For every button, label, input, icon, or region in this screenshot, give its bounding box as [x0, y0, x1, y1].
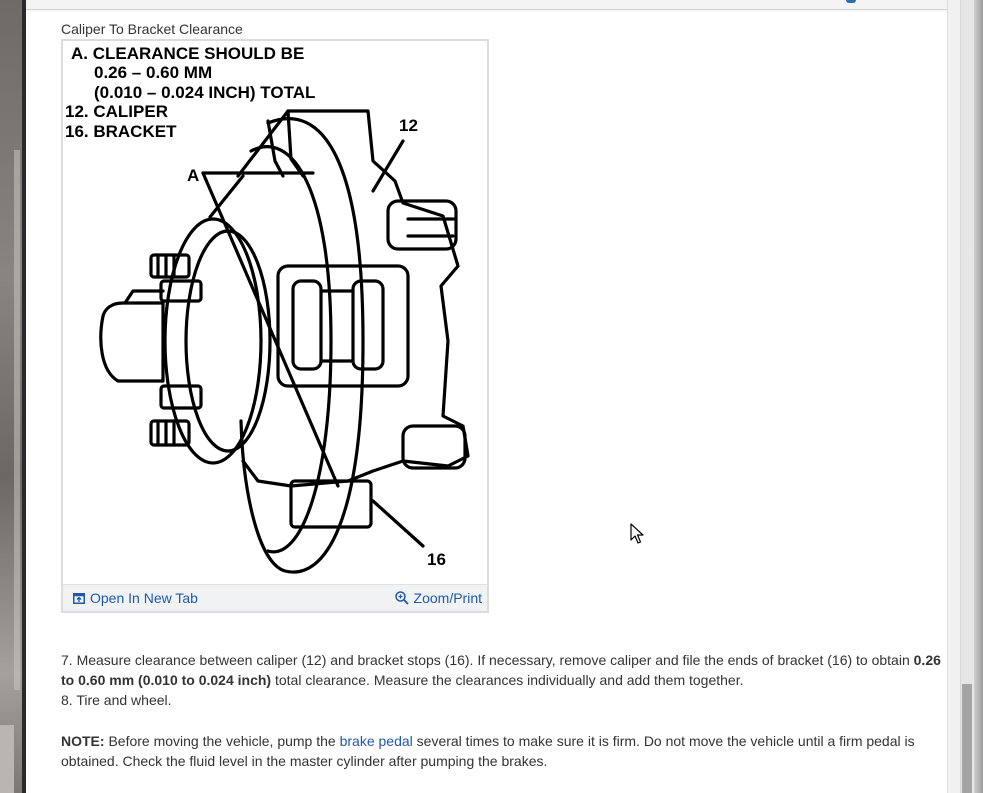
panel-accent	[846, 0, 856, 3]
step-7-text: 7. Measure clearance between caliper (12…	[61, 652, 910, 668]
step-7: 7. Measure clearance between caliper (12…	[61, 650, 941, 690]
note-text-after: several times to make sure it is firm. D…	[61, 733, 915, 769]
window-border	[22, 0, 26, 793]
legend-line-1: A. CLEARANCE SHOULD BE	[71, 44, 304, 63]
open-in-new-tab-label: Open In New Tab	[90, 590, 198, 606]
brake-pedal-link[interactable]: brake pedal	[339, 733, 413, 749]
legend-line-2: 0.26 – 0.60 MM	[94, 63, 212, 82]
callout-16: 16	[427, 550, 446, 569]
procedure-steps: 7. Measure clearance between caliper (12…	[61, 650, 941, 710]
legend-line-5: 16. BRACKET	[65, 122, 177, 141]
note-paragraph: NOTE: Before moving the vehicle, pump th…	[61, 731, 941, 771]
page-right-margin	[947, 0, 961, 793]
note-label: NOTE:	[61, 733, 105, 749]
step-7-text-end: total clearance. Measure the clearances …	[271, 672, 744, 688]
legend-line-4: 12. CALIPER	[65, 102, 168, 121]
scrollbar-thumb[interactable]	[962, 684, 972, 793]
vertical-scrollbar[interactable]	[960, 0, 975, 793]
open-in-new-tab-link[interactable]: Open In New Tab	[73, 590, 198, 606]
magnifier-icon	[394, 591, 409, 605]
caliper-bracket-diagram: A. CLEARANCE SHOULD BE 0.26 – 0.60 MM (0…	[65, 44, 470, 574]
step-7-spec: 0.26 to 0.60 mm (0.010 to 0.024 inch)	[61, 652, 941, 688]
open-tab-icon	[73, 592, 85, 604]
diagram-drawing	[99, 109, 470, 574]
figure-toolbar: Open In New Tab Zoom/Print	[63, 584, 487, 611]
zoom-print-label: Zoom/Print	[413, 590, 482, 606]
zoom-print-link[interactable]: Zoom/Print	[394, 590, 482, 606]
desktop-background	[0, 0, 22, 793]
top-panel-edge	[26, 0, 947, 10]
callout-12: 12	[399, 116, 418, 135]
callout-a: A	[187, 166, 199, 185]
figure-container: A. CLEARANCE SHOULD BE 0.26 – 0.60 MM (0…	[61, 39, 489, 613]
window-right-edge	[974, 0, 983, 793]
note-text-before: Before moving the vehicle, pump the	[104, 733, 340, 749]
mouse-cursor-icon	[630, 523, 644, 544]
content-page: Caliper To Bracket Clearance A. CLEARANC…	[26, 0, 947, 793]
step-8: 8. Tire and wheel.	[61, 692, 172, 708]
legend-line-3: (0.010 – 0.024 INCH) TOTAL	[94, 83, 315, 102]
figure-title: Caliper To Bracket Clearance	[61, 21, 243, 37]
